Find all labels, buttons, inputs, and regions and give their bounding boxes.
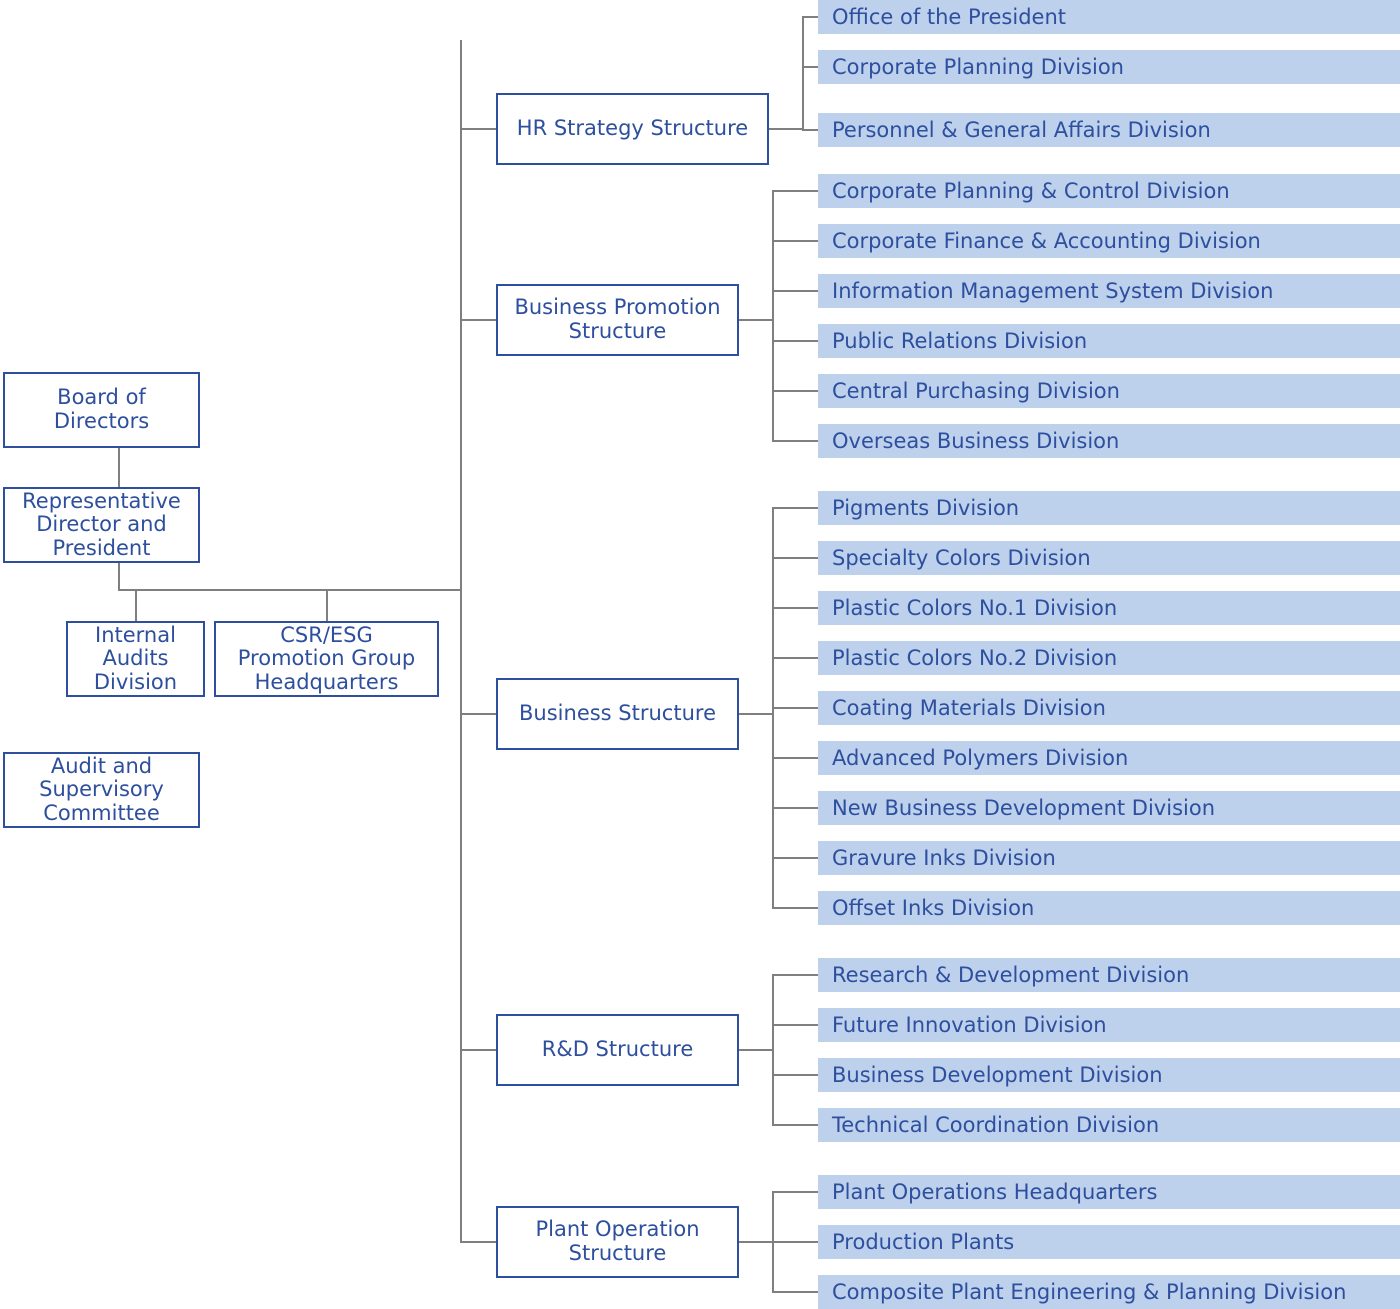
connector-leaf bbox=[802, 16, 818, 18]
leaf-item[interactable]: Pigments Division bbox=[818, 491, 1400, 525]
leaf-item[interactable]: Corporate Planning & Control Division bbox=[818, 174, 1400, 208]
connector-leaf bbox=[772, 1124, 818, 1126]
connector-spine-hr_strategy bbox=[460, 128, 496, 130]
leaf-item[interactable]: Personnel & General Affairs Division bbox=[818, 113, 1400, 147]
connector-stub-rd_structure bbox=[739, 1049, 774, 1051]
leaf-item[interactable]: Advanced Polymers Division bbox=[818, 741, 1400, 775]
leaf-item[interactable]: Plastic Colors No.1 Division bbox=[818, 591, 1400, 625]
connector-spine-plant_operation bbox=[460, 1241, 496, 1243]
connector-main-spine bbox=[460, 40, 462, 1243]
connector-leaf bbox=[772, 390, 818, 392]
leaf-item[interactable]: Specialty Colors Division bbox=[818, 541, 1400, 575]
connector-leaf bbox=[772, 707, 818, 709]
leaf-item[interactable]: Research & Development Division bbox=[818, 958, 1400, 992]
connector-leaf bbox=[772, 340, 818, 342]
connector-spine-business_structure bbox=[460, 713, 496, 715]
leaf-item[interactable]: Plastic Colors No.2 Division bbox=[818, 641, 1400, 675]
connector-leaf bbox=[772, 857, 818, 859]
connector-spine-rd_structure bbox=[460, 1049, 496, 1051]
connector-leaf bbox=[772, 1241, 818, 1243]
leaf-item[interactable]: Composite Plant Engineering & Planning D… bbox=[818, 1275, 1400, 1309]
connector-leaf bbox=[772, 1024, 818, 1026]
connector-leaf bbox=[772, 607, 818, 609]
connector-stub-business_structure bbox=[739, 713, 774, 715]
connector-leaf bbox=[772, 1074, 818, 1076]
group-hr_strategy[interactable]: HR Strategy Structure bbox=[496, 93, 769, 165]
leaf-item[interactable]: Overseas Business Division bbox=[818, 424, 1400, 458]
connector-bus-business_promotion bbox=[772, 191, 774, 441]
connector-leaf bbox=[772, 190, 818, 192]
connector-leaf bbox=[772, 974, 818, 976]
leaf-item[interactable]: Offset Inks Division bbox=[818, 891, 1400, 925]
connector-leaf bbox=[772, 557, 818, 559]
leaf-item[interactable]: Plant Operations Headquarters bbox=[818, 1175, 1400, 1209]
leaf-item[interactable]: New Business Development Division bbox=[818, 791, 1400, 825]
leaf-item[interactable]: Public Relations Division bbox=[818, 324, 1400, 358]
connector-leaf bbox=[772, 440, 818, 442]
leaf-item[interactable]: Technical Coordination Division bbox=[818, 1108, 1400, 1142]
connector-internal-audits bbox=[135, 589, 137, 621]
connector-leaf bbox=[772, 1191, 818, 1193]
leaf-item[interactable]: Central Purchasing Division bbox=[818, 374, 1400, 408]
group-business_structure[interactable]: Business Structure bbox=[496, 678, 739, 750]
connector-leaf bbox=[772, 757, 818, 759]
leaf-item[interactable]: Gravure Inks Division bbox=[818, 841, 1400, 875]
connector-spine-business_promotion bbox=[460, 319, 496, 321]
leaf-item[interactable]: Production Plants bbox=[818, 1225, 1400, 1259]
connector-stub-plant_operation bbox=[739, 1241, 774, 1243]
leaf-item[interactable]: Corporate Planning Division bbox=[818, 50, 1400, 84]
connector-leaf bbox=[772, 1291, 818, 1293]
group-rd_structure[interactable]: R&D Structure bbox=[496, 1014, 739, 1086]
connector-board-president bbox=[118, 448, 120, 487]
leaf-item[interactable]: Information Management System Division bbox=[818, 274, 1400, 308]
connector-leaf bbox=[802, 129, 818, 131]
connector-bus-hr_strategy bbox=[802, 17, 804, 130]
connector-leaf bbox=[772, 657, 818, 659]
connector-leaf bbox=[772, 240, 818, 242]
connector-leaf bbox=[802, 66, 818, 68]
connector-leaf bbox=[772, 907, 818, 909]
connector-stub-hr_strategy bbox=[769, 128, 804, 130]
connector-csr-esg bbox=[326, 589, 328, 621]
leaf-item[interactable]: Business Development Division bbox=[818, 1058, 1400, 1092]
leaf-item[interactable]: Office of the President bbox=[818, 0, 1400, 34]
connector-leaf bbox=[772, 807, 818, 809]
leaf-item[interactable]: Future Innovation Division bbox=[818, 1008, 1400, 1042]
connector-stub-business_promotion bbox=[739, 319, 774, 321]
connector-president-bus bbox=[118, 589, 461, 591]
leaf-item[interactable]: Corporate Finance & Accounting Division bbox=[818, 224, 1400, 258]
connector-leaf bbox=[772, 507, 818, 509]
connector-leaf bbox=[772, 290, 818, 292]
leaf-item[interactable]: Coating Materials Division bbox=[818, 691, 1400, 725]
connector-president-down bbox=[118, 563, 120, 591]
